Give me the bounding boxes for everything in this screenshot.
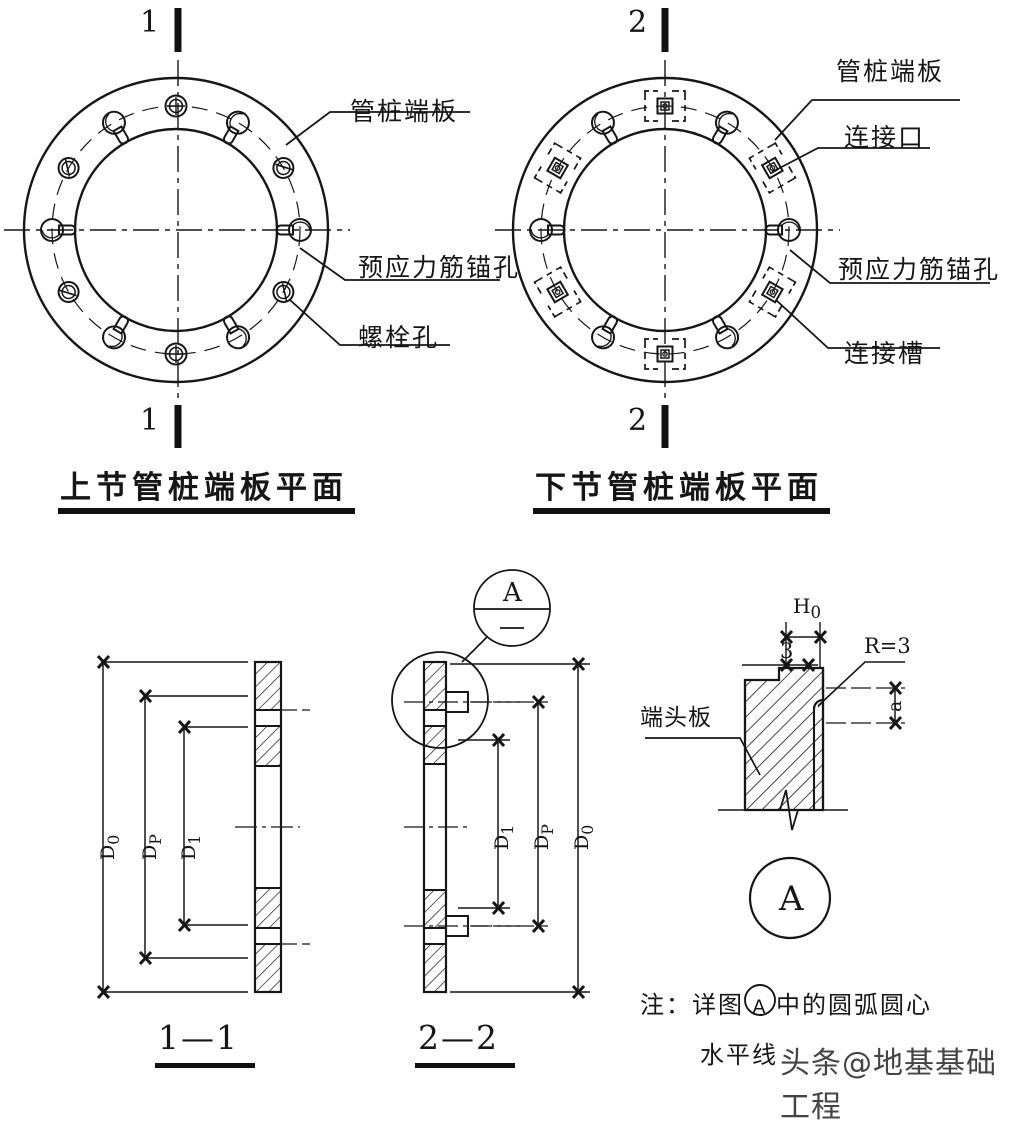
- callout-connector-port: 连接口: [844, 123, 926, 152]
- section-mark-2-bottom: 2: [628, 403, 648, 438]
- section-2-2-view: [391, 569, 590, 1000]
- title-lower-underline: [533, 508, 830, 514]
- dim-dp-sub: P: [145, 834, 165, 845]
- view-name-1-1: 1—1: [158, 1018, 239, 1057]
- note-line1-head: 详图: [692, 991, 744, 1019]
- dim-a: a: [884, 700, 906, 712]
- dim-dp-section1: DP: [139, 834, 165, 860]
- view-name-2-2: 2—2: [418, 1018, 499, 1057]
- leader-plate-2: [774, 99, 960, 141]
- dim-h0: H0: [793, 594, 821, 622]
- upper-pile-endplate-plan: [4, 8, 500, 448]
- section-1-1-view: [96, 654, 310, 1000]
- watermark-text: 头条@地基基础工程: [780, 1046, 997, 1125]
- view-name-1-1-underline: [155, 1063, 255, 1068]
- title-upper-plan: 上节管桩端板平面: [60, 470, 348, 506]
- dim-d1-symbol: D: [178, 844, 200, 860]
- leader-anchor-2: [789, 249, 990, 284]
- leader-slot: [775, 299, 940, 349]
- dim2-d0-sub: 0: [577, 824, 597, 835]
- leader-end-head-plate: [645, 737, 761, 776]
- callout-connector-slot: 连接槽: [844, 339, 926, 368]
- end-head-plate-body: [743, 666, 825, 812]
- callout-upper-plate: 管桩端板: [350, 97, 459, 126]
- dim-d0-section2: D0: [571, 825, 597, 850]
- dim-d1-section2: D1: [491, 825, 517, 850]
- note-prefix: 注：: [640, 991, 692, 1019]
- detail-A-circle: [748, 856, 832, 940]
- detail-A-view: [645, 622, 905, 940]
- dim2-d0-symbol: D: [571, 834, 593, 850]
- leader-anchor: [299, 247, 500, 281]
- detail-marker-letter: A: [503, 578, 522, 608]
- lower-pile-endplate-plan: [495, 8, 990, 448]
- dim2-d1-symbol: D: [491, 834, 513, 850]
- dim-dp-symbol: D: [139, 844, 161, 860]
- dim-d0-sub: 0: [103, 834, 123, 845]
- dim-dp-section2: DP: [531, 824, 557, 850]
- note-line-1: 注：详图 A 中的圆弧圆心: [640, 985, 932, 1027]
- dim-h0-text: H: [793, 594, 811, 618]
- dim-radius: R=3: [864, 634, 911, 658]
- callout-upper-anchor-hole: 预应力筋锚孔: [358, 253, 521, 282]
- callout-end-head-plate: 端头板: [640, 705, 712, 731]
- note-circled-a: A: [752, 996, 768, 1018]
- dim-d0-symbol: D: [97, 844, 119, 860]
- leader-radius: [817, 661, 905, 707]
- callout-upper-bolt-hole: 螺栓孔: [358, 323, 440, 352]
- note-line-2: 水平线: [700, 1041, 778, 1069]
- callout-lower-plate: 管桩端板: [836, 57, 945, 86]
- title-upper-underline: [58, 508, 355, 514]
- dim-h0-sub: 0: [810, 603, 822, 622]
- view-name-2-2-underline: [415, 1063, 515, 1068]
- title-lower-plan: 下节管桩端板平面: [535, 470, 823, 506]
- section-mark-1-top: 1: [140, 5, 160, 40]
- dim2-d1-sub: 1: [497, 824, 517, 835]
- leader-bolt: [289, 299, 450, 346]
- dim-three: 3: [780, 639, 794, 663]
- dim-d1-sub: 1: [184, 834, 204, 845]
- drawing-canvas: [4, 8, 990, 1016]
- dim-d0-section1: D0: [97, 835, 123, 860]
- dim-d1-section1: D1: [178, 835, 204, 860]
- dim2-dp-symbol: D: [531, 834, 553, 850]
- section-mark-2-top: 2: [628, 5, 648, 40]
- leader-port: [771, 147, 930, 173]
- detail-A-letter: A: [779, 879, 804, 919]
- note-line1-tail: 中的圆弧圆心: [776, 991, 932, 1019]
- leader-plate: [285, 111, 470, 146]
- note-circled-a-ring: [744, 984, 776, 1016]
- detail-marker-circle: [473, 569, 551, 647]
- section-mark-1-bottom: 1: [140, 403, 160, 438]
- drawing-sheet: 1 1 2 2 管桩端板 预应力筋锚孔 螺栓孔 管桩端板 连接口 预应力筋锚孔 …: [4, 5, 1001, 1125]
- callout-lower-anchor-hole: 预应力筋锚孔: [838, 255, 1001, 284]
- dim2-dp-sub: P: [537, 824, 557, 835]
